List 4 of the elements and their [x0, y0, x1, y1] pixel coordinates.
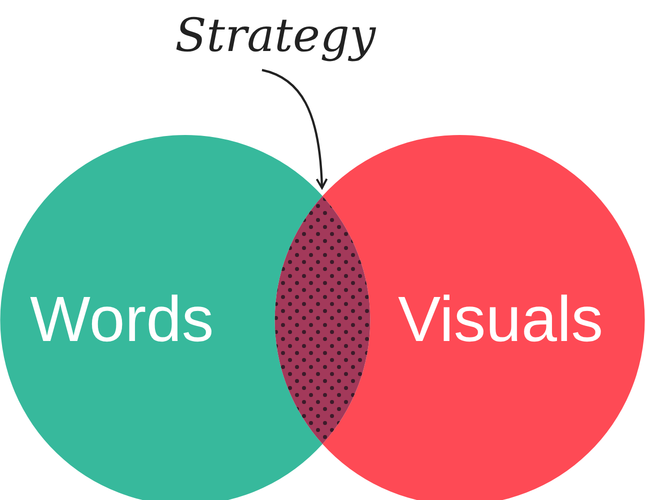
- circle-label: Words: [30, 287, 214, 351]
- overlap-region: [274, 196, 370, 444]
- circle-label: Visuals: [398, 287, 604, 351]
- arrow: [262, 68, 328, 189]
